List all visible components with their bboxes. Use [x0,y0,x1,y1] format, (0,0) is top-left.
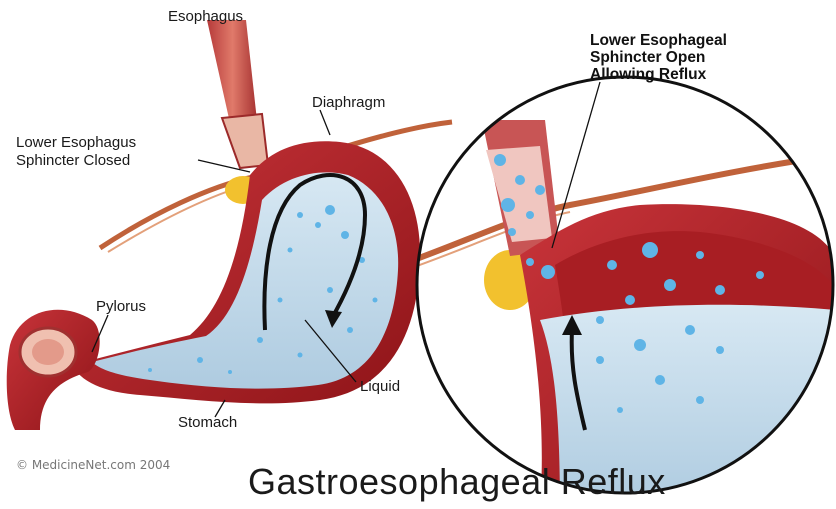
label-pylorus: Pylorus [96,298,146,316]
label-les-open: Lower Esophageal Sphincter Open Allowing… [590,32,727,83]
copyright-text: © MedicineNet.com 2004 [16,458,170,472]
label-stomach: Stomach [178,414,237,432]
label-les-closed: Lower Esophagus Sphincter Closed [16,134,136,170]
label-diaphragm: Diaphragm [312,94,385,112]
label-esophagus: Esophagus [168,8,243,26]
diagram-title: Gastroesophageal Reflux [248,462,666,502]
label-liquid: Liquid [360,378,400,396]
esophagus-cutaway [222,114,268,168]
